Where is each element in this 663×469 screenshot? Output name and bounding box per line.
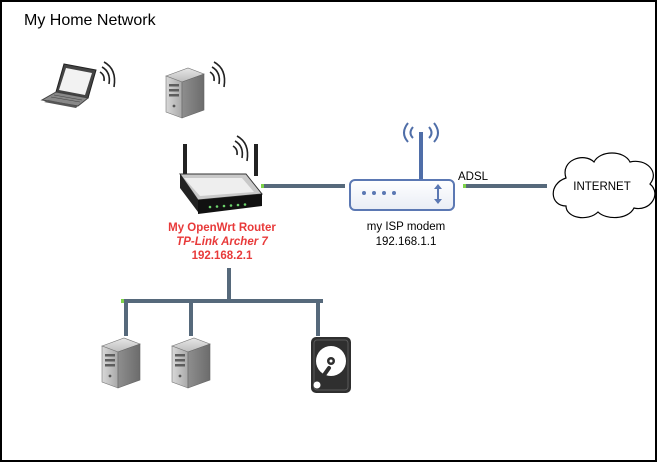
hard-disk-icon: [311, 337, 351, 393]
lan-server-icon: [101, 337, 141, 389]
laptop-icon: [40, 63, 97, 108]
port-marker: [261, 184, 264, 188]
modem-name: my ISP modem: [366, 221, 446, 233]
links: [121, 184, 547, 336]
modem-icon: [349, 122, 455, 211]
router-icon: [179, 144, 263, 214]
internet-cloud-icon: [552, 152, 656, 219]
adsl-label: ADSL: [458, 171, 489, 183]
router-model: TP-Link Archer 7: [176, 236, 268, 248]
port-marker: [121, 299, 124, 303]
internet-label: INTERNET: [573, 181, 631, 193]
router-ip: 192.168.2.1: [191, 250, 253, 262]
network-title: My Home Network: [24, 12, 156, 29]
port-marker: [463, 184, 466, 188]
router-name: My OpenWrt Router: [168, 222, 276, 234]
modem-ip: 192.168.1.1: [375, 236, 437, 248]
server-icon: [165, 67, 205, 119]
lan-server-icon: [171, 337, 211, 389]
